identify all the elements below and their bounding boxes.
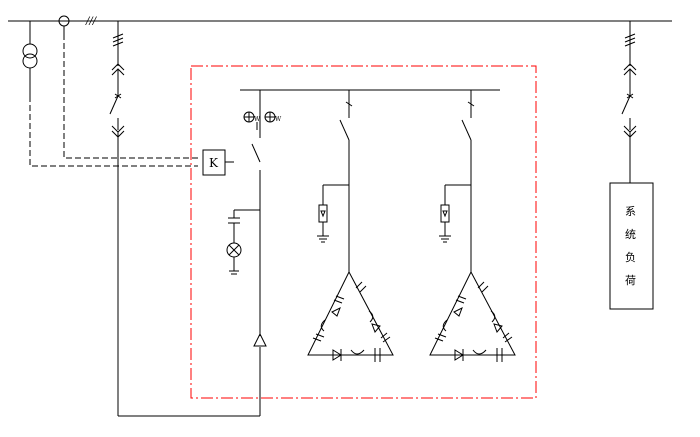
control-signal-line	[29, 96, 198, 167]
system-load-box	[609, 182, 654, 310]
fuse-icon	[318, 204, 328, 223]
voltage-transformer-icon	[22, 21, 38, 96]
breaker-icon	[109, 95, 119, 115]
load-label-char-3: 负	[625, 250, 636, 264]
left-feeder	[109, 21, 261, 417]
load-label-char-1: 系	[625, 205, 636, 218]
thyristor-icon	[453, 306, 463, 317]
control-branch	[226, 90, 267, 347]
breaker-icon	[461, 119, 472, 141]
reactor-icon: W W	[243, 111, 282, 130]
delta-connection	[307, 270, 394, 356]
surge-arrester-icon	[253, 332, 267, 347]
indicator-lamp-icon	[226, 242, 242, 258]
control-signal-line-2	[63, 34, 198, 159]
delta-connection	[429, 270, 516, 356]
capacitor-branch-1	[307, 90, 394, 362]
fuse-icon	[440, 204, 450, 223]
right-feeder	[621, 21, 637, 183]
disconnector-icon	[251, 143, 261, 163]
breaker-icon	[339, 119, 350, 141]
capacitor-branch-2	[429, 90, 516, 362]
load-label-char-2: 统	[625, 228, 636, 241]
reactor-symbol-2: W	[275, 116, 282, 123]
bus-triple-mark: ///	[85, 16, 98, 27]
reactor-symbol: W	[254, 116, 261, 123]
compensation-unit-boundary	[190, 65, 537, 399]
thyristor-icon	[331, 306, 341, 317]
load-label-char-4: 荷	[625, 274, 636, 287]
current-transformer-icon	[58, 15, 70, 34]
breaker-icon	[621, 95, 631, 115]
relay-label: K	[209, 156, 219, 170]
